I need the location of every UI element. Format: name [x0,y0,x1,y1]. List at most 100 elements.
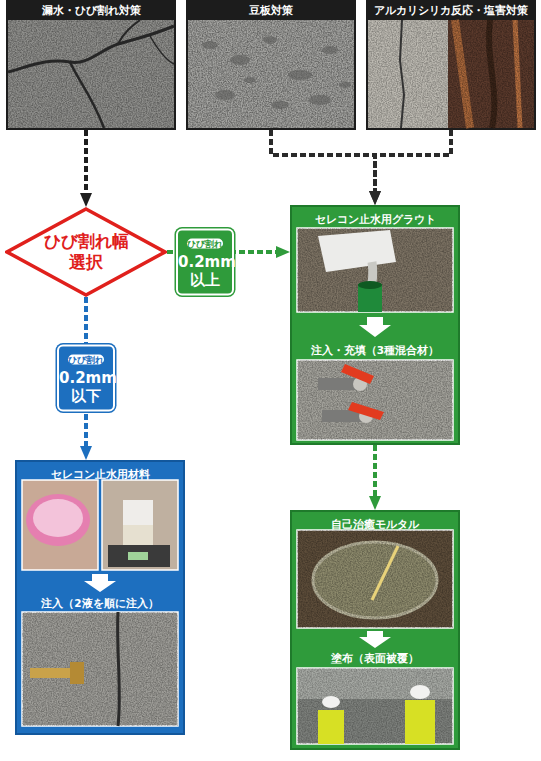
step-caption: 注入（2液を順に注入） [17,597,183,610]
crack-line [150,36,174,64]
grout-mixing-photo [297,228,453,312]
valve-body [359,409,373,423]
category-title: 漏水・ひび割れ対策 [6,3,176,17]
void-pit [271,101,289,109]
photo-background [297,360,453,440]
photo-texture [297,360,453,440]
box-title: セレコン止水用材料 [17,468,183,481]
scale-display [128,552,148,560]
photo-background [368,20,448,128]
photo-background [102,480,178,570]
mortar-bucket [313,542,437,618]
photo-texture [188,20,354,128]
step-caption: 塗布（表面被覆） [292,652,458,665]
scale [108,545,170,567]
grout-injection-photo [297,360,453,440]
photo-background [8,20,174,128]
category-title: 豆板対策 [186,3,356,17]
mixing-stick [372,546,398,600]
crack-line [8,26,174,72]
category-box: 漏水・ひび割れ対策 [6,0,176,130]
flow-connector [84,297,88,452]
worker-vest [318,710,344,744]
box-title: 自己治癒モルタル [292,518,458,531]
crack-line [400,20,404,128]
flow-connector [271,130,375,197]
decision-text: ひび割れ幅 選択 [36,231,136,273]
pipe [358,284,382,312]
worker-helmet [322,696,340,708]
rust-streak [455,20,470,128]
crack-line [118,612,120,726]
mixing-bowl [33,499,83,537]
rust-streak [515,20,520,128]
decision-diamond: ひび割れ幅 選択 [5,207,167,297]
photo-texture [448,20,534,128]
flow-connector [375,130,451,197]
void-pit [263,36,277,44]
photo-background [22,480,98,570]
photo-background [188,20,354,128]
void-pit [309,95,331,105]
crack-line [70,62,104,128]
condition-badge: ひび割れ 0.2mm 以下 [57,345,115,412]
valve-handle [341,364,374,384]
beaker [123,500,153,545]
mortar-mixing-photo [297,530,453,628]
void-pit [339,82,351,88]
step-arrow [359,631,391,648]
crack-photo [8,20,174,128]
valve-body [318,378,362,390]
process-box: セレコン止水用グラウト注入・充填（3種混合材） [290,205,460,445]
tunnel-wall [298,669,452,699]
injection-fitting [30,668,80,678]
photo-background [297,228,453,312]
box-title: セレコン止水用グラウト [292,213,458,226]
valve-body [353,377,367,391]
photo-background [297,530,453,628]
photo-texture [368,20,448,128]
category-box: 豆板対策 [186,0,356,130]
photo-texture [297,228,453,312]
flow-connector [167,250,282,254]
liquid [123,525,153,545]
mixing-bowl [26,494,90,546]
crack-line [118,20,140,44]
photo-texture [297,530,453,628]
condition-badge: ひび割れ 0.2mm 以上 [176,229,234,296]
valve-body [322,410,366,422]
mortar-coating-photo [297,668,453,744]
process-box: セレコン止水用材料注入（2液を順に注入） [15,460,185,735]
worker-helmet [410,685,430,699]
rust-streak [489,20,494,128]
category-title: アルカリシリカ反応・塩害対策 [366,3,536,17]
honeycomb-photo [188,20,354,128]
void-pit [288,70,312,80]
void-pit [202,41,218,49]
step-arrow [84,574,116,592]
rust-background [448,20,534,128]
material-scale-photo [102,480,178,570]
photo-texture [297,668,453,744]
bucket [318,230,396,272]
pipe-rim [358,281,382,289]
photo-background [297,668,453,744]
diamond-shape [7,209,165,295]
material-injection-photo [22,612,178,726]
step-arrow [359,317,391,337]
photo-texture [22,612,178,726]
photo-texture [8,20,174,128]
flow-connector [84,130,88,199]
step-caption: 注入・充填（3種混合材） [292,344,458,357]
asr-salt-photo [368,20,534,128]
valve-handle [348,402,384,420]
flow-connector [373,445,377,502]
material-bowl-photo [22,480,98,570]
void-pit [215,90,235,100]
photo-background [22,612,178,726]
void-pit [244,77,256,83]
grout-stream [370,262,373,292]
void-pit [322,46,338,54]
injection-fitting [70,662,84,684]
process-box: 自己治癒モルタル塗布（表面被覆） [290,510,460,750]
